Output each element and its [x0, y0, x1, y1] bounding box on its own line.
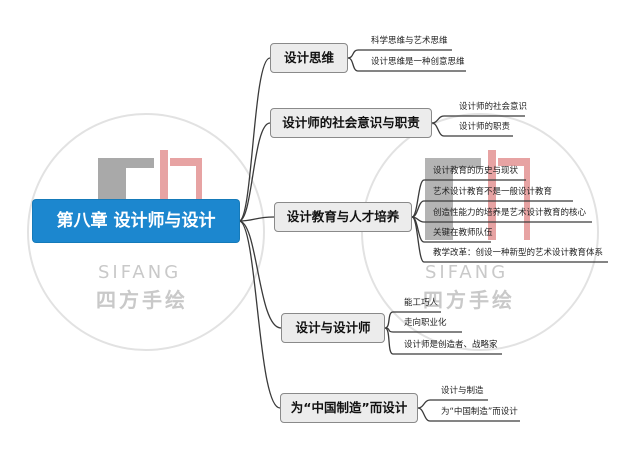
branch-leaf-connector	[417, 399, 488, 409]
leaf-5-1: 设计与制造	[441, 386, 484, 396]
root-branch-connector	[238, 216, 275, 222]
branch-leaf-connector	[347, 57, 466, 72]
watermark-subtext-right: 四方手绘	[423, 288, 515, 312]
branch-leaf-connector	[384, 311, 441, 329]
root-branch-connector	[238, 122, 271, 222]
watermark-right	[361, 113, 599, 351]
leaf-4-2: 走向职业化	[404, 318, 447, 328]
branch-leaf-connector	[347, 49, 452, 59]
leaf-3-1: 设计教育的历史与现状	[433, 166, 519, 176]
branch-design-thinking[interactable]: 设计思维	[270, 43, 348, 73]
branch-leaf-connector	[411, 216, 608, 263]
branch-leaf-connector	[431, 115, 525, 124]
branch-designer[interactable]: 设计与设计师	[281, 313, 385, 343]
root-branch-connector	[238, 220, 282, 329]
leaf-3-5: 教学改革：创设一种新型的艺术设计教育体系	[433, 248, 604, 258]
branch-leaf-connector	[384, 327, 462, 333]
leaf-2-2: 设计师的职责	[459, 122, 511, 132]
branch-leaf-connector	[417, 407, 520, 422]
leaf-2-1: 设计师的社会意识	[459, 102, 528, 112]
branch-education[interactable]: 设计教育与人才培养	[274, 202, 412, 232]
branch-made-in-china[interactable]: 为“中国制造”而设计	[280, 393, 418, 423]
root-branch-connector	[238, 220, 281, 409]
leaf-3-2: 艺术设计教育不是一般设计教育	[433, 187, 553, 197]
root-topic[interactable]: 第八章 设计师与设计	[33, 200, 239, 242]
leaf-4-1: 能工巧人	[404, 298, 439, 308]
leaf-1-1: 科学思维与艺术思维	[371, 36, 448, 46]
watermark-text-left: SIFANG	[98, 262, 182, 283]
branch-leaf-connector	[384, 327, 502, 355]
leaf-4-3: 设计师是创造者、战略家	[404, 340, 498, 350]
leaf-5-2: 为“中国制造”而设计	[441, 407, 518, 417]
connector-lines	[238, 49, 608, 422]
leaf-3-4: 关键在教师队伍	[433, 228, 493, 238]
leaf-3-3: 创造性能力的培养是艺术设计教育的核心	[433, 208, 587, 218]
branch-leaf-connector	[411, 200, 573, 218]
root-branch-connector	[238, 57, 271, 222]
branch-social-responsibility[interactable]: 设计师的社会意识与职责	[270, 108, 432, 138]
branch-leaf-connector	[431, 122, 513, 137]
leaf-1-2: 设计思维是一种创意思维	[371, 57, 465, 67]
watermark-text-right: SIFANG	[425, 262, 509, 283]
watermark-subtext-left: 四方手绘	[96, 288, 188, 312]
